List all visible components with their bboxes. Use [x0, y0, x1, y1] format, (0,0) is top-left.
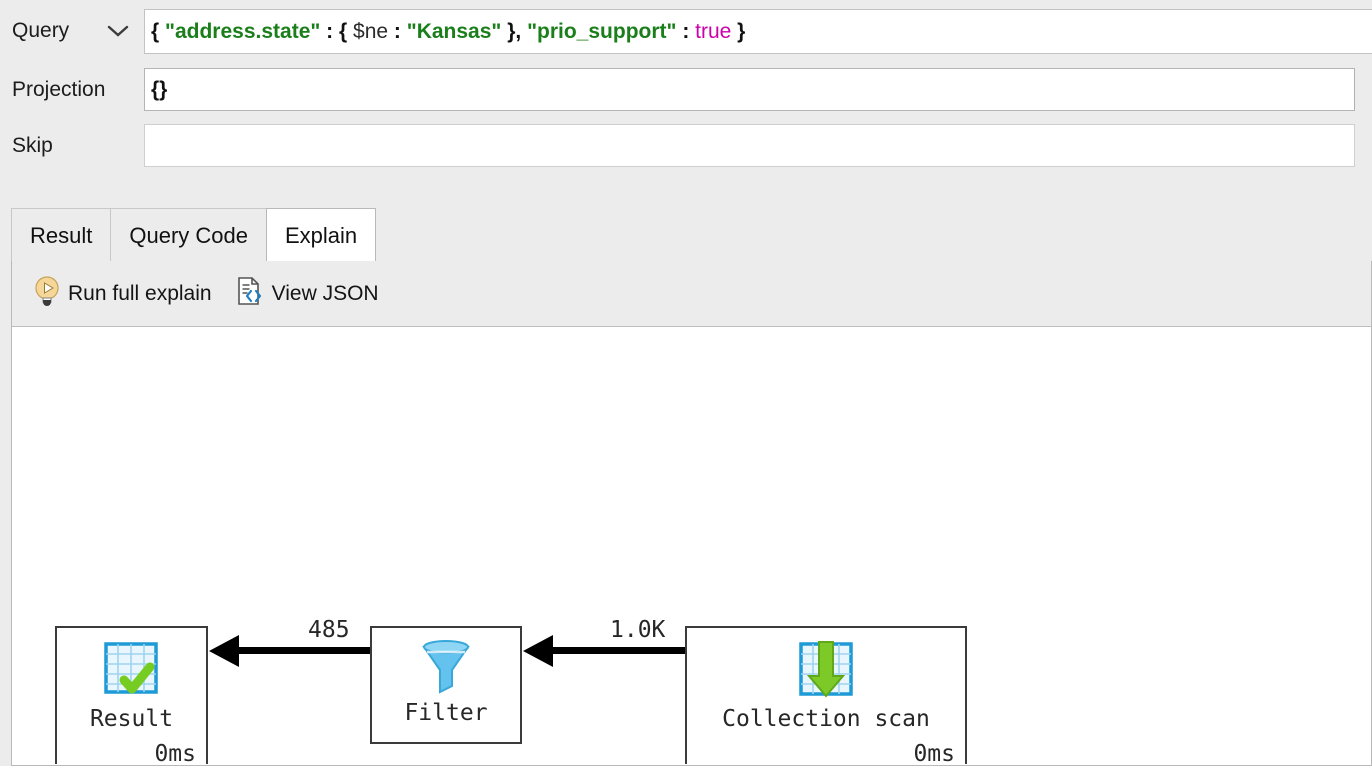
explain-toolbar: Run full explain View JSON — [12, 261, 1371, 327]
view-json-label: View JSON — [271, 281, 379, 305]
funnel-icon — [415, 634, 477, 701]
query-row: Query — [0, 9, 132, 53]
tab-strip-filler — [375, 207, 1372, 262]
plan-node-collection-scan-label: Collection scan — [722, 706, 930, 732]
tab-query-code-label: Query Code — [129, 222, 248, 248]
plan-node-collection-scan-time: 0ms — [913, 741, 955, 764]
projection-input[interactable]: {} — [144, 68, 1355, 111]
view-json-button[interactable]: View JSON — [236, 276, 379, 312]
skip-input[interactable] — [144, 124, 1355, 167]
explain-plan-diagram[interactable]: 1.0K 485 376.4 KiB — [12, 327, 1371, 764]
query-input[interactable]: { "address.state" : { $ne : "Kansas" }, … — [144, 9, 1372, 54]
edge-label-filter-to-result: 485 — [308, 617, 350, 643]
plan-node-filter-label: Filter — [404, 700, 488, 726]
tab-explain[interactable]: Explain — [265, 208, 377, 262]
query-input-value: { "address.state" : { $ne : "Kansas" }, … — [151, 19, 746, 43]
edge-scan-to-filter-line — [553, 647, 686, 654]
plan-node-result-time: 0ms — [154, 741, 196, 764]
query-label: Query — [12, 19, 70, 42]
explain-tab-body: Run full explain View JSON — [11, 261, 1372, 766]
edge-label-scan-to-filter: 1.0K — [610, 617, 666, 643]
plan-node-collection-scan[interactable]: Collection scan 0ms — [685, 626, 967, 764]
skip-label: Skip — [12, 134, 53, 157]
edge-filter-to-result-line — [239, 647, 371, 654]
lightbulb-play-icon — [34, 275, 60, 312]
tab-result[interactable]: Result — [11, 208, 112, 262]
tab-strip: Result Query Code Explain — [11, 207, 1372, 262]
tab-explain-label: Explain — [284, 222, 358, 248]
document-code-icon — [236, 276, 264, 312]
chevron-down-icon[interactable] — [104, 24, 132, 38]
edge-scan-to-filter-arrowhead — [523, 635, 553, 667]
skip-row: Skip — [0, 124, 104, 168]
table-down-arrow-icon — [791, 638, 861, 711]
results-tab-panel: Result Query Code Explain — [11, 207, 1372, 766]
tab-query-code[interactable]: Query Code — [110, 208, 267, 262]
table-check-icon — [98, 638, 166, 711]
plan-node-result[interactable]: Result 0ms — [55, 626, 208, 764]
run-full-explain-label: Run full explain — [68, 281, 212, 305]
plan-node-result-label: Result — [89, 706, 174, 732]
plan-node-filter[interactable]: Filter — [370, 626, 522, 744]
tab-result-label: Result — [30, 222, 93, 248]
projection-label: Projection — [12, 78, 106, 101]
edge-filter-to-result-arrowhead — [209, 635, 239, 667]
run-full-explain-button[interactable]: Run full explain — [34, 275, 212, 312]
projection-input-value: {} — [151, 77, 168, 101]
projection-row: Projection — [0, 68, 106, 112]
